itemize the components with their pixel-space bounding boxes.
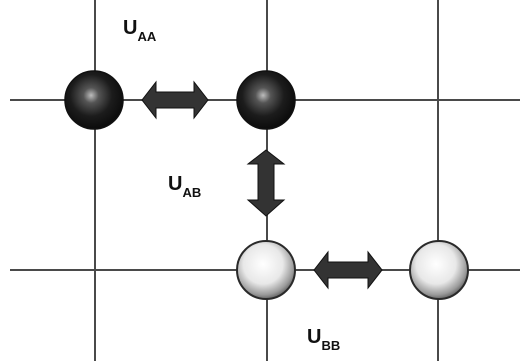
atom-a-left bbox=[64, 70, 124, 130]
label-u-bb-main: U bbox=[307, 326, 321, 348]
interaction-arrow-ab bbox=[246, 149, 286, 217]
label-u-ab: UAB bbox=[168, 173, 201, 200]
label-u-aa: UAA bbox=[123, 17, 157, 44]
label-u-aa-main: U bbox=[123, 17, 137, 39]
interaction-arrow-bb bbox=[313, 250, 383, 290]
label-u-aa-subscript: AA bbox=[137, 29, 156, 44]
label-u-ab-subscript: AB bbox=[182, 185, 201, 200]
interaction-arrow-aa bbox=[141, 80, 209, 120]
atom-a-right bbox=[236, 70, 296, 130]
atom-b-left bbox=[236, 240, 296, 300]
label-u-bb: UBB bbox=[307, 326, 340, 353]
atom-b-right bbox=[409, 240, 469, 300]
label-u-ab-main: U bbox=[168, 173, 182, 195]
label-u-bb-subscript: BB bbox=[321, 338, 340, 353]
